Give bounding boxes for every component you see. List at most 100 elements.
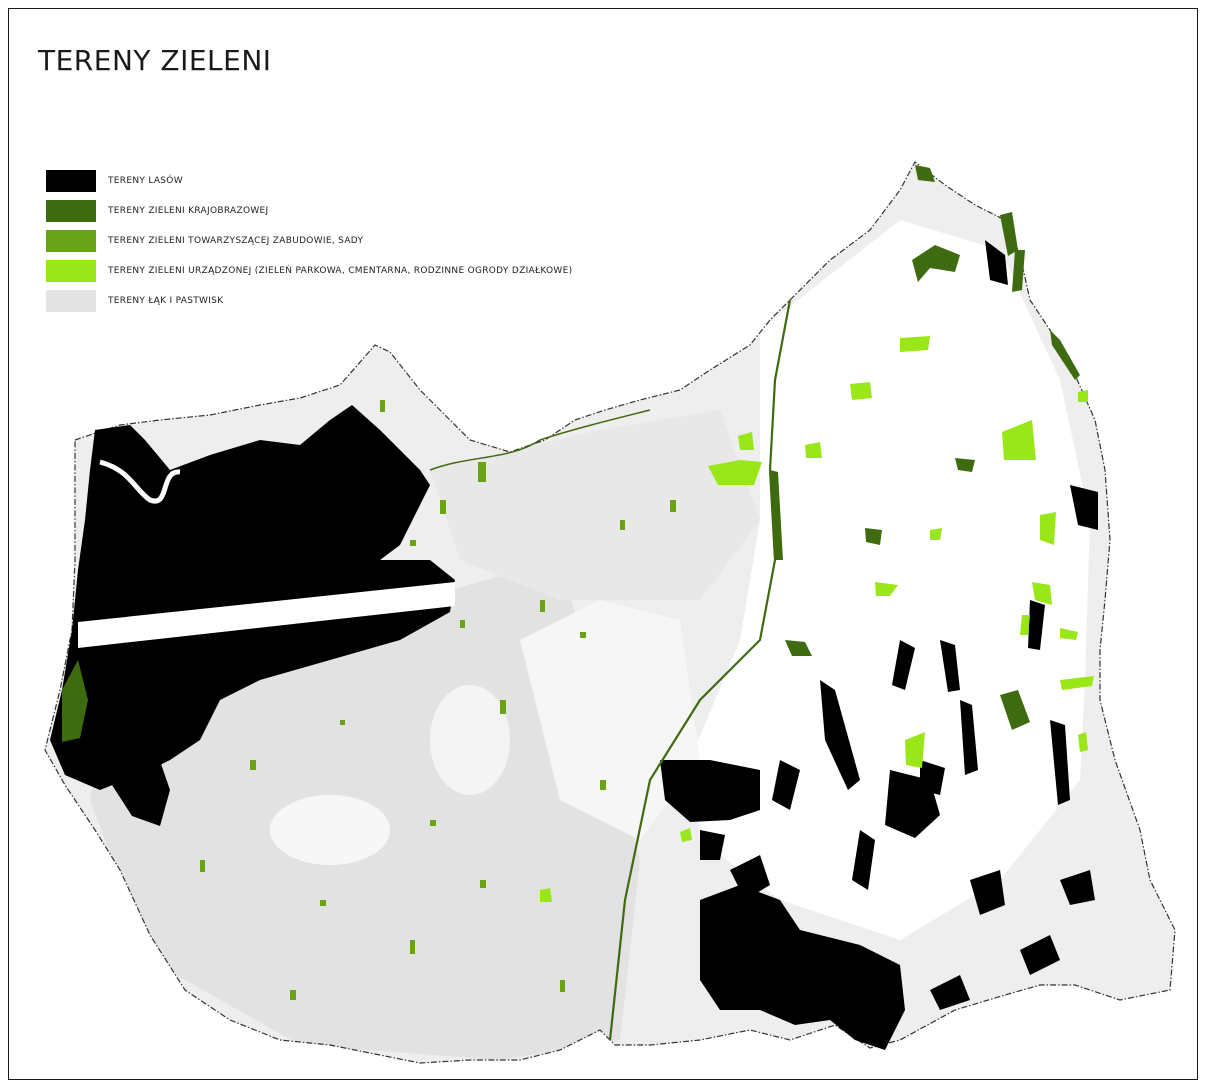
legend-swatch-meadow — [46, 290, 96, 312]
forest-strip-9 — [1060, 870, 1095, 905]
legend-swatch-park-green — [46, 260, 96, 282]
landscape-north-4 — [1012, 250, 1025, 292]
meadow-area — [45, 162, 1175, 1063]
orchard-3 — [410, 540, 416, 546]
forest-strip-10 — [892, 640, 915, 690]
forest-south — [700, 885, 905, 1050]
legend-label-landscape-green: TERENY ZIELENI KRAJOBRAZOWEJ — [108, 206, 269, 216]
legend-label-park-green: TERENY ZIELENI URZĄDZONEJ (ZIELEŃ PARKOW… — [108, 266, 573, 276]
orchard-13 — [410, 940, 415, 954]
legend-label-meadow: TERENY ŁĄK I PASTWISK — [108, 296, 224, 306]
landscape-green-areas — [62, 165, 1080, 742]
forest-strip-3 — [1050, 720, 1070, 805]
park-17 — [1078, 390, 1088, 402]
built-up-center — [520, 600, 700, 840]
orchard-2 — [440, 500, 446, 514]
orchard-20 — [430, 820, 436, 826]
landscape-river-1 — [770, 470, 783, 560]
forest-strip-8 — [930, 975, 970, 1010]
legend-label-forest: TERENY LASÓW — [108, 176, 183, 186]
landscape-north-2 — [912, 245, 960, 282]
legend-swatch-landscape-green — [46, 200, 96, 222]
park-8 — [1020, 615, 1030, 635]
legend-swatch-forest — [46, 170, 96, 192]
legend-item-landscape-green: TERENY ZIELENI KRAJOBRAZOWEJ — [46, 198, 572, 224]
orchard-9 — [340, 720, 345, 725]
built-up-east — [690, 220, 1090, 940]
orchard-4 — [580, 632, 586, 638]
clearing-1 — [270, 795, 390, 865]
park-18 — [540, 888, 552, 902]
orchard-16 — [600, 780, 606, 790]
river-corridor — [608, 299, 792, 1041]
legend-item-meadow: TERENY ŁĄK I PASTWISK — [46, 288, 572, 314]
orchard-1 — [478, 462, 486, 482]
legend: TERENY LASÓW TERENY ZIELENI KRAJOBRAZOWE… — [46, 168, 572, 318]
forest-river — [99, 459, 181, 504]
forest-south-center — [660, 760, 760, 822]
landscape-east-1 — [1000, 690, 1030, 730]
landscape-center-1 — [785, 640, 812, 656]
landscape-north-1 — [915, 165, 935, 182]
forest-strip-1 — [820, 680, 860, 790]
park-1 — [900, 336, 930, 352]
forest-corridor — [78, 582, 455, 648]
orchard-8 — [500, 700, 506, 714]
orchard-17 — [460, 620, 465, 628]
orchard-6 — [620, 520, 625, 530]
park-15 — [805, 442, 822, 458]
legend-swatch-accompanying-green — [46, 230, 96, 252]
landscape-west-edge — [62, 660, 88, 742]
landscape-east-2 — [955, 458, 975, 472]
landscape-north-3 — [1000, 212, 1018, 256]
legend-item-forest: TERENY LASÓW — [46, 168, 572, 194]
legend-item-accompanying-green: TERENY ZIELENI TOWARZYSZĄCEJ ZABUDOWIE, … — [46, 228, 572, 254]
forest-patch-5 — [985, 240, 1008, 285]
orchard-5 — [540, 600, 545, 612]
orchard-19 — [560, 980, 565, 992]
forest-patch-2 — [700, 830, 725, 860]
park-3 — [1002, 420, 1036, 460]
park-16 — [930, 528, 942, 540]
forest-strip-6 — [970, 870, 1005, 915]
map-title: TERENY ZIELENI — [38, 44, 272, 77]
forest-strip-11 — [772, 760, 800, 810]
park-2 — [850, 382, 872, 400]
forest-patch-4 — [920, 760, 945, 795]
forest-strip-5 — [852, 830, 875, 890]
park-11 — [1060, 628, 1078, 640]
forest-strip-7 — [1020, 935, 1060, 975]
accompanying-green-areas — [200, 400, 676, 1000]
park-10 — [905, 732, 925, 768]
forest-patch-6 — [1070, 485, 1098, 530]
orchard-12 — [290, 990, 296, 1000]
forest-strip-12 — [1028, 600, 1045, 650]
landscape-center-2 — [865, 528, 882, 545]
admin-boundary — [44, 161, 1176, 1064]
orchard-15 — [380, 400, 385, 412]
park-12 — [1060, 676, 1094, 690]
stream-north — [429, 409, 651, 471]
legend-item-park-green: TERENY ZIELENI URZĄDZONEJ (ZIELEŃ PARKOW… — [46, 258, 572, 284]
park-14 — [680, 828, 692, 842]
orchard-18 — [320, 900, 326, 906]
landscape-river-2 — [1050, 330, 1080, 380]
park-4 — [708, 460, 762, 485]
park-5 — [738, 432, 754, 450]
park-6 — [1040, 512, 1056, 545]
forest-patch-1 — [730, 855, 770, 900]
park-7 — [1032, 582, 1052, 605]
orchard-11 — [200, 860, 205, 872]
meadow-core-north — [430, 410, 760, 600]
park-green-areas — [540, 336, 1094, 902]
orchard-10 — [250, 760, 256, 770]
park-13 — [1078, 732, 1088, 752]
orchard-14 — [480, 880, 486, 888]
orchard-7 — [670, 500, 676, 512]
legend-label-accompanying-green: TERENY ZIELENI TOWARZYSZĄCEJ ZABUDOWIE, … — [108, 236, 364, 246]
forest-strip-4 — [940, 640, 960, 692]
forest-strip-2 — [960, 700, 978, 775]
park-9 — [875, 582, 898, 596]
forest-west-south — [112, 732, 170, 826]
